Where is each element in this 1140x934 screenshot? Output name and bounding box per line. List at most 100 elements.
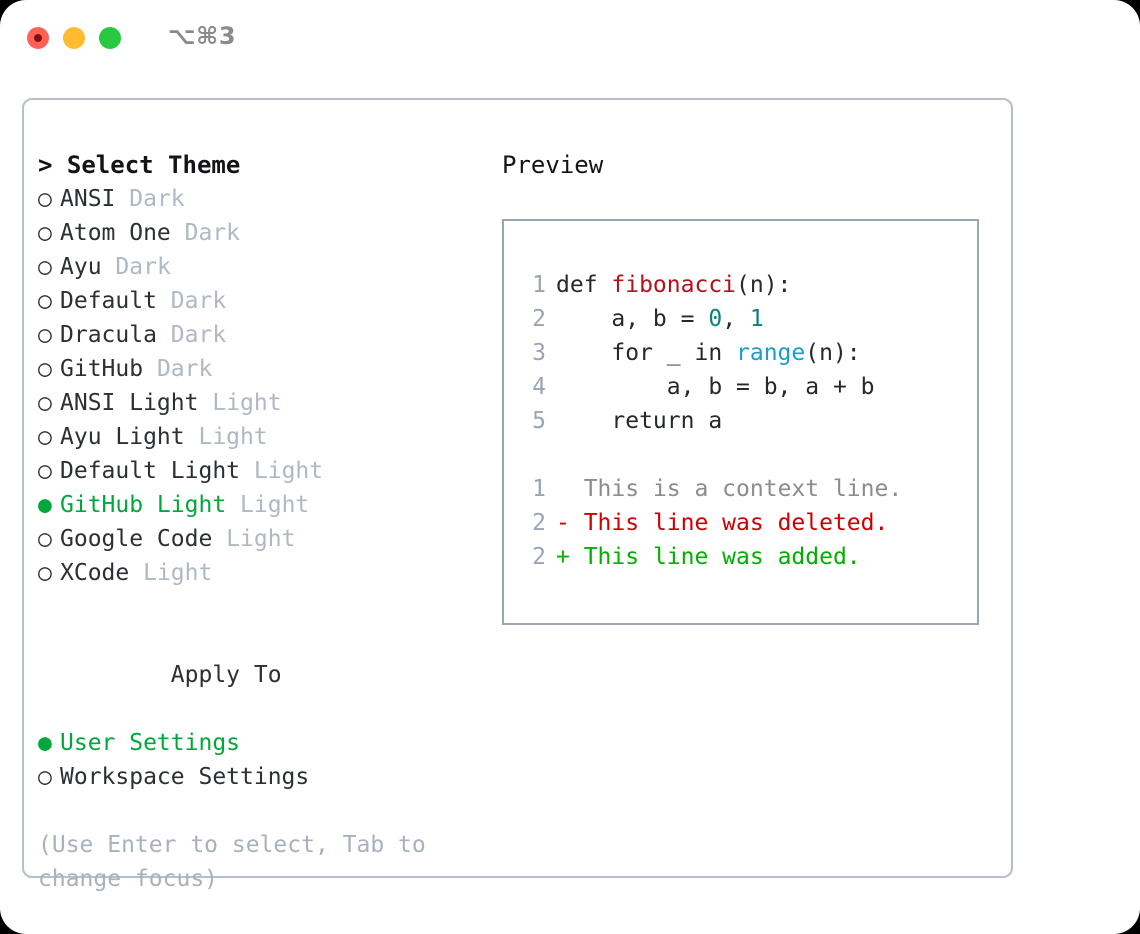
title-bar: ⌥⌘3 — [0, 0, 1140, 78]
radio-unselected-icon: ○ — [38, 254, 52, 280]
theme-list-item[interactable]: ○ Dracula Dark — [38, 318, 468, 352]
theme-name: Default Light — [60, 458, 241, 484]
spacer — [143, 356, 157, 382]
diff-line: 2+ This line was added. — [518, 540, 977, 574]
apply-to-header-label: Apply To — [170, 662, 282, 688]
select-theme-header: > Select Theme — [38, 151, 241, 179]
theme-name: Ayu — [60, 254, 102, 280]
apply-to-options[interactable]: ●User Settings ○ Workspace Settings — [38, 726, 468, 794]
diff-text: This line was deleted. — [583, 510, 889, 536]
code-line-number: 4 — [532, 374, 546, 400]
code-token-plain: def — [556, 272, 612, 298]
spacer — [198, 390, 212, 416]
theme-list-item[interactable]: ○Atom One Dark — [38, 216, 468, 250]
apply-to-option-label: Workspace Settings — [60, 764, 310, 790]
code-line: 4 a, b = b, a + b — [518, 370, 977, 404]
spacer — [212, 526, 226, 552]
diff-text: This is a context line. — [583, 476, 903, 502]
theme-name: Atom One — [60, 220, 171, 246]
diff-marker: + — [556, 544, 584, 570]
close-button-icon[interactable] — [27, 27, 49, 49]
theme-name: GitHub — [60, 356, 144, 382]
spacer — [115, 186, 129, 212]
radio-unselected-icon: ○ — [38, 322, 52, 348]
theme-name: ANSI — [60, 186, 116, 212]
theme-list-item[interactable]: ○ XCode Light — [38, 556, 468, 590]
spacer — [157, 322, 171, 348]
spacer — [129, 560, 143, 586]
theme-variant-tag: Light — [143, 560, 213, 586]
code-line: 5 return a — [518, 404, 977, 438]
theme-variant-tag: Light — [240, 492, 310, 518]
diff-spacer — [518, 438, 977, 472]
spacer — [226, 492, 240, 518]
diff-line-number: 1 — [532, 476, 546, 502]
apply-to-option[interactable]: ●User Settings — [38, 726, 468, 760]
code-token-plain: (n): — [736, 272, 792, 298]
theme-variant-tag: Dark — [156, 356, 213, 382]
spacer — [240, 458, 254, 484]
theme-name: Default — [60, 288, 157, 314]
theme-name: ANSI Light — [60, 390, 199, 416]
apply-to-header-indent — [149, 658, 171, 692]
diff-text: This line was added. — [583, 544, 861, 570]
theme-name: GitHub Light — [60, 492, 227, 518]
code-token-num: 1 — [749, 306, 764, 332]
theme-list-item[interactable]: ○GitHub Dark — [38, 352, 468, 386]
theme-list-item[interactable]: ○ Ayu Dark — [38, 250, 468, 284]
minimize-button-icon[interactable] — [63, 27, 85, 49]
code-line-number: 5 — [532, 408, 546, 434]
theme-variant-tag: Light — [226, 526, 296, 552]
spacer — [157, 288, 171, 314]
theme-variant-tag: Light — [212, 390, 282, 416]
code-token-plain: a, b = — [556, 306, 709, 332]
diff-marker: - — [556, 510, 584, 536]
section-spacer — [38, 590, 468, 624]
code-line-number: 3 — [532, 340, 546, 366]
theme-list-item[interactable]: ○Google Code Light — [38, 522, 468, 556]
diff-line: 1 This is a context line. — [518, 472, 977, 506]
radio-unselected-icon: ○ — [38, 458, 52, 484]
zoom-button-icon[interactable] — [99, 27, 121, 49]
spacer — [171, 220, 185, 246]
theme-list-item[interactable]: ○ Default Light Light — [38, 454, 468, 488]
code-line-number: 2 — [532, 306, 546, 332]
radio-unselected-icon: ○ — [38, 390, 52, 416]
theme-variant-tag: Dark — [115, 254, 171, 280]
theme-variant-tag: Light — [253, 458, 324, 484]
theme-variant-tag: Dark — [184, 220, 241, 246]
theme-variant-tag: Dark — [170, 322, 227, 348]
code-token-plain: for _ in — [556, 340, 737, 366]
theme-list-item[interactable]: ○ANSI Dark — [38, 182, 468, 216]
theme-list[interactable]: ○ANSI Dark○Atom One Dark○Ayu Dark○Defaul… — [38, 182, 468, 590]
code-line-number: 1 — [532, 272, 546, 298]
code-token-plain: a, b = b, a + b — [556, 374, 875, 400]
theme-list-item[interactable]: ○ ANSI Light Light — [38, 386, 468, 420]
theme-list-item[interactable]: ○Default Dark — [38, 284, 468, 318]
code-line: 3 for _ in range(n): — [518, 336, 977, 370]
apply-to-option[interactable]: ○ Workspace Settings — [38, 760, 468, 794]
radio-unselected-icon: ○ — [38, 560, 52, 586]
diff-marker — [556, 476, 584, 502]
theme-variant-tag: Light — [198, 424, 268, 450]
code-token-func: fibonacci — [611, 272, 737, 298]
code-token-plain: , — [722, 306, 750, 332]
code-token-plain: return a — [556, 408, 723, 434]
theme-list-item[interactable]: ●GitHub Light Light — [38, 488, 468, 522]
radio-selected-icon: ● — [38, 730, 52, 756]
theme-variant-tag: Dark — [129, 186, 185, 212]
theme-name: XCode — [60, 560, 130, 586]
theme-list-column: > Select Theme ○ANSI Dark○Atom One Dark○… — [38, 148, 468, 896]
spacer — [185, 424, 199, 450]
theme-name: Dracula — [60, 322, 157, 348]
radio-unselected-icon: ○ — [38, 764, 52, 790]
spacer — [102, 254, 116, 280]
theme-dialog-panel: > Select Theme ○ANSI Dark○Atom One Dark○… — [22, 98, 1013, 892]
theme-name: Ayu Light — [60, 424, 185, 450]
theme-list-item[interactable]: ○Ayu Light Light — [38, 420, 468, 454]
radio-unselected-icon: ○ — [38, 526, 52, 552]
